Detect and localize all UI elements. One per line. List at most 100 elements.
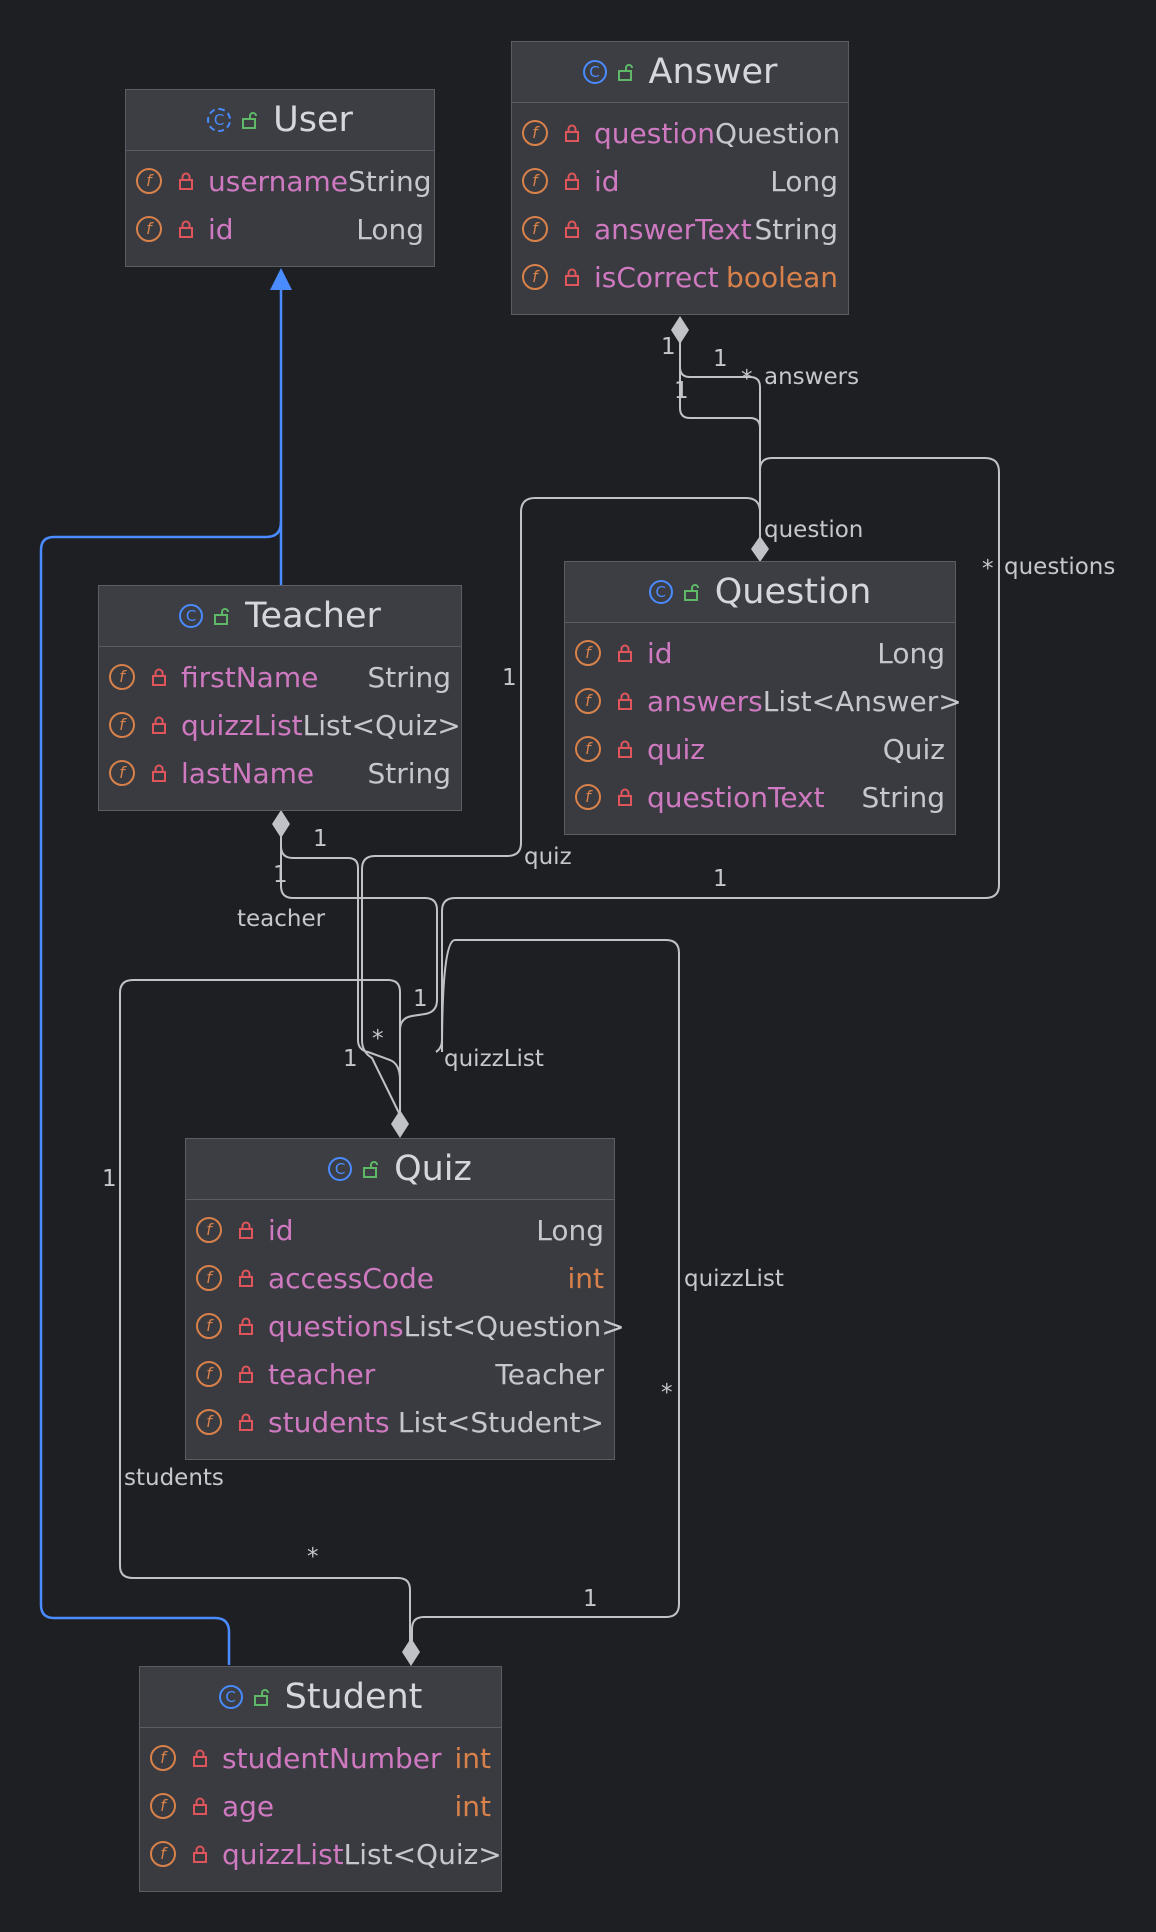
edge-label-questions: questions [1004,554,1116,580]
field-row[interactable]: f teacher Teacher [186,1350,614,1398]
class-name: Answer [648,52,778,92]
edge-label-question: question [764,517,864,543]
field-name: questions [268,1309,404,1343]
private-lock-icon [179,220,193,238]
multiplicity-label: 1 [273,862,288,888]
class-answer[interactable]: C Answer f question Question f id Long f… [511,41,849,315]
field-row[interactable]: f questionText String [565,773,955,821]
class-name: Quiz [394,1149,472,1189]
field-type: Long [536,1213,604,1247]
field-row[interactable]: f isCorrect boolean [512,253,848,301]
field-row[interactable]: f id Long [512,157,848,205]
edge-label-quizzlist-student: quizzList [684,1266,784,1292]
field-icon: f [196,1265,222,1291]
field-type: int [454,1789,491,1823]
private-lock-icon [239,1365,253,1383]
field-row[interactable]: f students List<Student> [186,1398,614,1446]
field-row[interactable]: f id Long [565,629,955,677]
field-icon: f [522,216,548,242]
field-name: username [208,164,348,198]
field-icon: f [575,736,601,762]
class-header: C Answer [512,42,848,103]
field-type: List<Quiz> [302,708,461,742]
field-type: String [367,660,451,694]
class-student[interactable]: C Student f studentNumber int f age int … [139,1666,502,1892]
multiplicity-label: 1 [713,866,728,892]
edge-teacher-quiz-a [280,815,438,1115]
private-lock-icon [239,1317,253,1335]
field-row[interactable]: f id Long [126,205,434,253]
class-name: Student [284,1677,423,1717]
field-row[interactable]: f quiz Quiz [565,725,955,773]
field-name: accessCode [268,1261,435,1295]
field-type: String [861,780,945,814]
field-name: studentNumber [222,1741,442,1775]
field-name: question [594,116,715,150]
multiplicity-label: * [661,1380,673,1406]
field-icon: f [522,168,548,194]
inheritance-student-user [39,521,283,1665]
public-visibility-icon [214,608,230,625]
class-name: Teacher [245,596,381,636]
class-question[interactable]: C Question f id Long f answers List<Answ… [564,561,962,835]
edge-quiz-student-students [119,979,411,1650]
multiplicity-label: * [741,366,753,392]
private-lock-icon [565,172,579,190]
private-lock-icon [193,1749,207,1767]
public-visibility-icon [242,112,258,129]
composition-diamond-quiz [391,1110,409,1138]
field-name: lastName [181,756,315,790]
field-icon: f [196,1313,222,1339]
private-lock-icon [618,788,632,806]
multiplicity-label: * [307,1544,319,1570]
field-row[interactable]: f studentNumber int [140,1734,501,1782]
field-type: Question [714,116,841,150]
composition-diamond-question [751,536,769,562]
field-type: String [367,756,451,790]
field-type: Teacher [495,1357,604,1391]
field-row[interactable]: f questions List<Question> [186,1302,625,1350]
field-row[interactable]: f question Question [512,109,848,157]
field-name: age [222,1789,275,1823]
field-icon: f [150,1841,176,1867]
class-quiz[interactable]: C Quiz f id Long f accessCode int f ques… [185,1138,625,1460]
class-header: C Quiz [186,1139,614,1200]
field-row[interactable]: f answers List<Answer> [565,677,962,725]
field-icon: f [522,264,548,290]
field-icon: f [575,688,601,714]
class-user[interactable]: C User f username String f id Long [125,89,435,267]
field-icon: f [522,120,548,146]
field-row[interactable]: f firstName String [99,653,461,701]
field-name: questionText [647,780,825,814]
field-row[interactable]: f age int [140,1782,501,1830]
class-header: C Question [565,562,955,623]
field-row[interactable]: f lastName String [99,749,461,797]
multiplicity-label: * [982,556,994,582]
edge-label-quiz: quiz [524,844,572,870]
field-row[interactable]: f accessCode int [186,1254,614,1302]
field-icon: f [136,168,162,194]
field-row[interactable]: f username String [126,157,434,205]
class-header: C Teacher [99,586,461,647]
private-lock-icon [618,644,632,662]
edge-answer-question-b [679,330,761,548]
field-type: Long [356,212,424,246]
field-row[interactable]: f answerText String [512,205,848,253]
multiplicity-label: 1 [713,346,728,372]
multiplicity-label: 1 [583,1586,598,1612]
private-lock-icon [152,716,166,734]
field-row[interactable]: f quizzList List<Quiz> [140,1830,502,1878]
class-icon: C [582,60,607,84]
private-lock-icon [179,172,193,190]
public-visibility-icon [253,1689,269,1706]
field-name: quiz [647,732,705,766]
multiplicity-label: 1 [661,334,676,360]
field-type: boolean [726,260,838,294]
field-row[interactable]: f quizzList List<Quiz> [99,701,461,749]
field-icon: f [575,784,601,810]
class-teacher[interactable]: C Teacher f firstName String f quizzList… [98,585,462,811]
field-row[interactable]: f id Long [186,1206,614,1254]
public-visibility-icon [363,1161,379,1178]
field-name: answerText [594,212,752,246]
multiplicity-label: 1 [502,665,517,691]
